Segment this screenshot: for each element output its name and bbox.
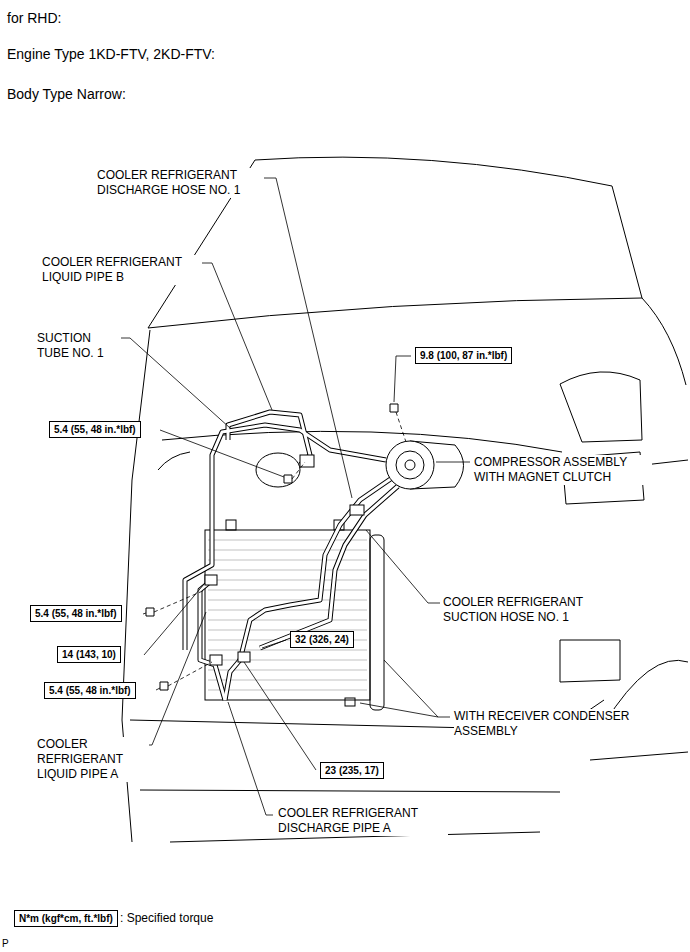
part-name: SUCTION TUBE NO. 1: [37, 331, 121, 361]
bumper-lower: [140, 790, 560, 792]
page-mark: P: [2, 938, 9, 951]
torque-box: 9.8 (100, 87 in.*lbf): [415, 347, 512, 364]
torque-value: N*m (kgf*cm, ft.*lbf): [19, 913, 113, 924]
part-name: COOLER REFRIGERANT SUCTION HOSE NO. 1: [443, 595, 608, 625]
part-name: COMPRESSOR ASSEMBLY WITH MAGNET CLUTCH: [474, 455, 652, 485]
torque-value: 14 (143, 10): [62, 649, 116, 660]
hood-line: [148, 298, 642, 328]
torque-box: 23 (235, 17): [320, 762, 384, 779]
legend-text: : Specified torque: [120, 911, 213, 926]
fender-line: [642, 298, 686, 385]
torque-value: 9.8 (100, 87 in.*lbf): [420, 350, 507, 361]
pipe-outlines: [185, 412, 398, 700]
part-name: WITH RECEIVER CONDENSER ASSEMBLY: [454, 709, 659, 739]
mirror: [560, 372, 642, 442]
part-name: COOLER REFRIGERANT LIQUID PIPE B: [42, 255, 202, 285]
torque-box: 5.4 (55, 48 in.*lbf): [49, 421, 141, 438]
pipe-joint: [205, 575, 217, 585]
torque-unit-box: N*m (kgf*cm, ft.*lbf): [14, 910, 118, 927]
body-line: [590, 752, 688, 760]
bracket: [345, 698, 355, 706]
part-name: COOLER REFRIGERANT LIQUID PIPE A: [37, 737, 149, 782]
pipe-cores: [185, 412, 398, 700]
receiver-tank: [370, 535, 384, 710]
compressor-hub: [405, 460, 415, 470]
torque-value: 32 (326, 24): [295, 634, 349, 645]
engine-heading: Engine Type 1KD-FTV, 2KD-FTV:: [7, 46, 215, 64]
part-name: COOLER REFRIGERANT DISCHARGE PIPE A: [278, 806, 448, 836]
torque-box: 5.4 (55, 48 in.*lbf): [30, 605, 122, 622]
compressor-clutch: [396, 451, 424, 479]
bolt: [284, 475, 292, 483]
hose-clamp: [350, 505, 364, 515]
pipe-joint: [210, 655, 222, 665]
compressor-pulley: [386, 441, 434, 489]
torque-box: 5.4 (55, 48 in.*lbf): [44, 682, 136, 699]
bolt: [146, 608, 154, 616]
emblem: [256, 453, 300, 487]
torque-box: 32 (326, 24): [290, 631, 354, 648]
body-heading: Body Type Narrow:: [7, 86, 126, 104]
torque-value: 5.4 (55, 48 in.*lbf): [49, 685, 131, 696]
torque-box: 14 (143, 10): [57, 646, 121, 663]
torque-value: 5.4 (55, 48 in.*lbf): [35, 608, 117, 619]
pipe-joint: [238, 652, 250, 662]
roof-outline: [255, 157, 642, 298]
condenser-core: [205, 530, 370, 700]
dashed-leaders: [154, 412, 406, 686]
grille-line: [158, 452, 190, 470]
bolt: [160, 682, 168, 690]
bracket: [226, 520, 236, 530]
torque-value: 23 (235, 17): [325, 765, 379, 776]
bolt: [390, 404, 398, 412]
torque-value: 5.4 (55, 48 in.*lbf): [54, 424, 136, 435]
part-name: COOLER REFRIGERANT DISCHARGE HOSE NO. 1: [97, 168, 262, 198]
region-heading: for RHD:: [7, 10, 61, 28]
fog-lamp: [560, 640, 620, 682]
